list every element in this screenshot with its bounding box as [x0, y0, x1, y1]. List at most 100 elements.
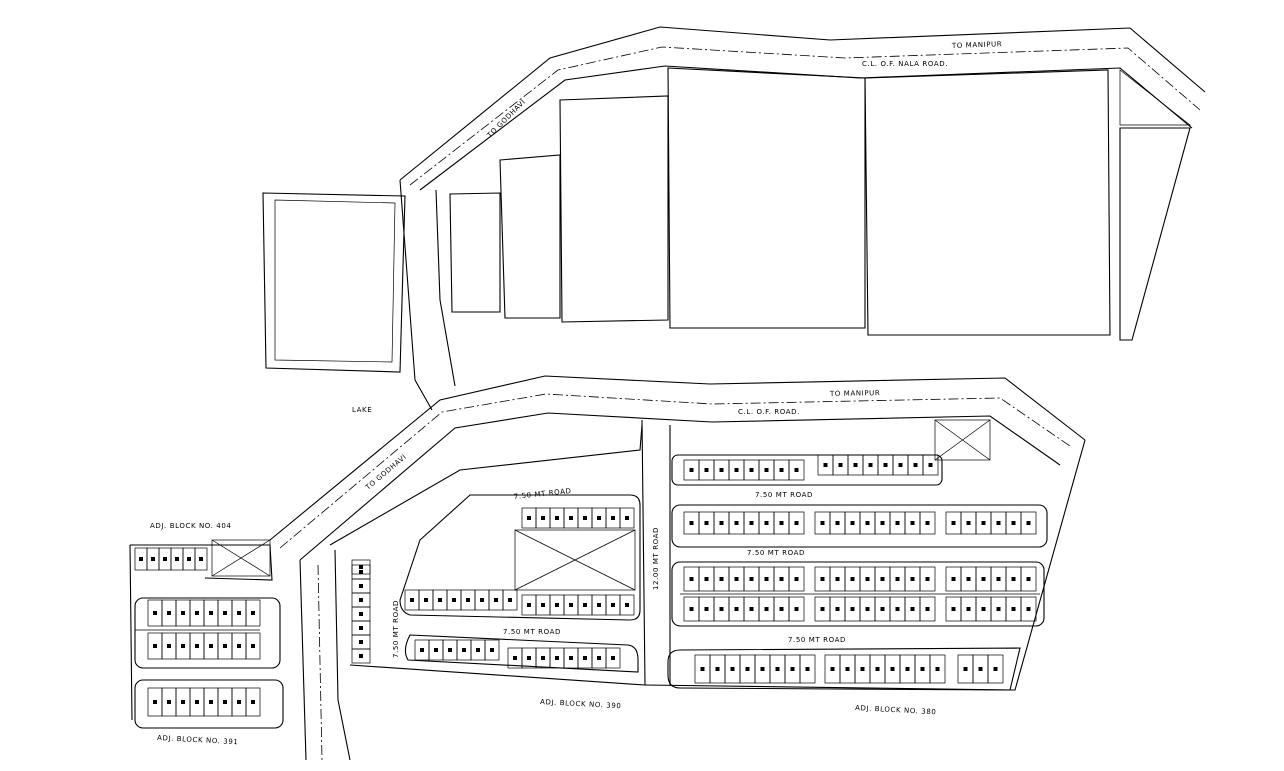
east-row-3d-cell [788, 596, 805, 622]
east-row-1b-marker [868, 463, 873, 467]
north-road-inner-edge [419, 65, 1193, 191]
east-row-2-marker [779, 521, 784, 525]
south-road-inner-edge [299, 412, 1061, 561]
east-row-3-marker [704, 577, 709, 581]
east-row-3b-marker [925, 577, 930, 581]
east-row-2b-marker [850, 521, 855, 525]
east-row-3e-marker [895, 607, 900, 611]
left-row-2-marker [195, 700, 199, 704]
east-row-2-cell [788, 511, 805, 535]
left-row-1-cell [245, 599, 261, 627]
east-row-3d-marker [719, 607, 724, 611]
plot-4 [559, 95, 669, 323]
mid-island-2 [404, 634, 639, 673]
vert-col-marker [359, 598, 363, 602]
east-row-2-marker [689, 521, 694, 525]
east-block-edge [644, 439, 1086, 691]
east-row-3b-marker [880, 577, 885, 581]
left-row-1b-cell [245, 632, 261, 660]
mid-row-1-cell [502, 589, 518, 611]
east-row-2b-cell [919, 511, 936, 535]
left-row-2-marker [237, 700, 241, 704]
mid-row-1b-marker [625, 603, 629, 607]
plot-cells [134, 454, 1037, 717]
east-row-2b-marker [925, 521, 930, 525]
east-row-3c-cell [1020, 566, 1037, 592]
south-section [129, 375, 1086, 761]
east-row-4-marker [745, 667, 750, 671]
left-row-1b-marker [181, 644, 185, 648]
east-row-3e-marker [910, 607, 915, 611]
east-row-1b-marker [913, 463, 918, 467]
mid-row-2-marker [448, 648, 452, 652]
label-road-750-a: 7.50 MT ROAD [513, 487, 572, 501]
mid-row-1-marker [494, 598, 498, 602]
east-row-4-marker [700, 667, 705, 671]
open-space-1 [514, 529, 636, 591]
east-row-2-marker [749, 521, 754, 525]
east-row-3d-marker [749, 607, 754, 611]
label-to-manipur-top: TO MANIPUR [951, 40, 1003, 50]
left-top-cell [194, 547, 208, 571]
east-row-4b-marker [860, 667, 865, 671]
left-row-2-marker [181, 700, 185, 704]
north-road-west-edge [399, 179, 433, 411]
east-row-1-marker [704, 468, 709, 472]
south-road-centerline [279, 393, 1071, 549]
left-row-1-marker [209, 611, 213, 615]
plot-1 [262, 192, 406, 373]
east-row-2c-marker [951, 521, 956, 525]
east-row-4-marker [715, 667, 720, 671]
left-block-west [129, 544, 133, 721]
east-row-3d-marker [794, 607, 799, 611]
left-block-boundary [130, 544, 273, 581]
label-road-750-f: 7.50 MT ROAD [392, 600, 400, 658]
mid-row-top-marker [527, 516, 531, 520]
east-row-3b-marker [865, 577, 870, 581]
east-row-3d-marker [779, 607, 784, 611]
left-top-marker [187, 557, 191, 561]
mid-row-2b-marker [527, 656, 531, 660]
east-row-3b-marker [850, 577, 855, 581]
east-row-3f-marker [966, 607, 971, 611]
left-top-marker [151, 557, 155, 561]
mid-island-1 [399, 494, 641, 621]
east-row-3f-marker [1026, 607, 1031, 611]
mid-row-1b-marker [597, 603, 601, 607]
left-row-2-marker [153, 700, 157, 704]
east-row-2-marker [764, 521, 769, 525]
west-road-edge-1 [299, 559, 307, 761]
east-row-3b-marker [820, 577, 825, 581]
mid-row-1-marker [438, 598, 442, 602]
label-road-750-d: 7.50 MT ROAD [503, 628, 561, 636]
open-space-3 [211, 539, 271, 577]
east-row-3e-marker [865, 607, 870, 611]
mid-row-1b-marker [583, 603, 587, 607]
left-top-marker [199, 557, 203, 561]
east-row-4c-marker [978, 667, 983, 671]
vert-col-cell [351, 648, 371, 664]
east-row-4-marker [730, 667, 735, 671]
east-row-3e-marker [880, 607, 885, 611]
mid-block-south [349, 664, 646, 686]
label-lake: LAKE [352, 406, 372, 414]
mid-row-2b-marker [541, 656, 545, 660]
plot-5 [667, 67, 866, 329]
west-road-edge-2 [334, 549, 351, 761]
north-section [262, 26, 1206, 411]
mid-row-top-marker [597, 516, 601, 520]
mid-row-2-marker [434, 648, 438, 652]
plot-7-top [1119, 69, 1192, 126]
east-row-3d-marker [764, 607, 769, 611]
east-row-2b-marker [820, 521, 825, 525]
east-row-1-cell [788, 459, 805, 481]
east-row-2c-cell [1020, 511, 1037, 535]
east-row-1b-marker [928, 463, 933, 467]
east-row-4b-marker [935, 667, 940, 671]
east-row-2c-marker [1026, 521, 1031, 525]
east-row-4 [667, 647, 1021, 691]
plot-7 [1119, 127, 1191, 341]
vert-col-marker [359, 626, 363, 630]
mid-row-2-marker [420, 648, 424, 652]
